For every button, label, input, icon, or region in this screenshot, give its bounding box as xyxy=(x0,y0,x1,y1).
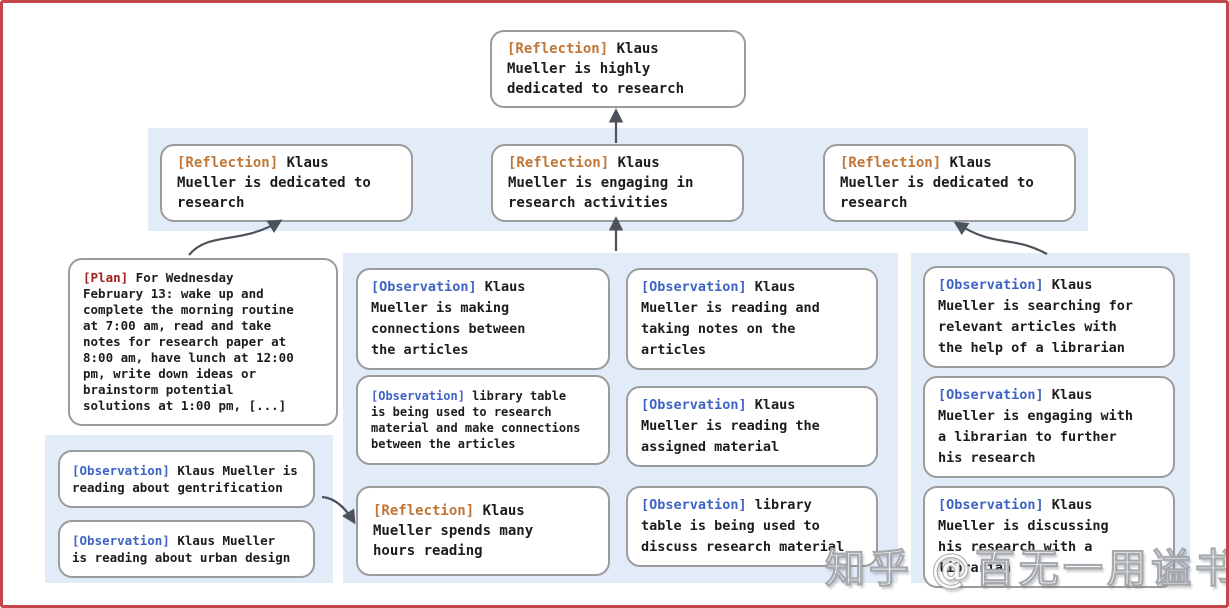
node-reflection-middle: [Reflection] Klaus Mueller is engaging i… xyxy=(491,144,744,222)
zhihu-watermark: 知乎 @百无一用谥书生 xyxy=(825,546,1226,593)
observation-tag-label: [Observation] xyxy=(938,277,1044,293)
node-text: Klaus Mueller is searching for relevant … xyxy=(938,277,1134,356)
node-text: For Wednesday February 13: wake up and c… xyxy=(83,270,294,413)
node-text: Klaus Mueller is dedicated to research xyxy=(177,155,371,211)
node-text: Klaus Mueller is reading about gentrific… xyxy=(72,463,298,495)
observation-tag-label: [Observation] xyxy=(938,387,1044,403)
node-text: library table is being used to discuss r… xyxy=(641,497,845,555)
node-observation-urban-design: [Observation] Klaus Mueller is reading a… xyxy=(58,520,315,578)
node-observation-discussing-research: [Observation] Klaus Mueller is discussin… xyxy=(923,486,1175,588)
node-text: Klaus Mueller is making connections betw… xyxy=(371,279,526,358)
observation-tag-label: [Observation] xyxy=(938,497,1044,513)
node-text: library table is being used to research … xyxy=(371,389,581,451)
node-observation-taking-notes: [Observation] Klaus Mueller is reading a… xyxy=(626,268,878,370)
observation-tag-label: [Observation] xyxy=(641,397,747,413)
reflection-tag-label: [Reflection] xyxy=(507,41,609,57)
node-text: Klaus Mueller is reading and taking note… xyxy=(641,279,820,358)
node-reflection-hours-reading: [Reflection] Klaus Mueller spends many h… xyxy=(356,486,610,576)
node-observation-library-table-discuss: [Observation] library table is being use… xyxy=(626,486,878,567)
node-text: Klaus Mueller is highly dedicated to res… xyxy=(507,41,685,97)
node-text: Klaus Mueller is engaging with a librari… xyxy=(938,387,1134,466)
reflection-tag-label: [Reflection] xyxy=(373,503,475,519)
reflection-tag-label: [Reflection] xyxy=(508,155,610,171)
node-observation-gentrification: [Observation] Klaus Mueller is reading a… xyxy=(58,450,315,508)
node-reflection-top: [Reflection] Klaus Mueller is highly ded… xyxy=(490,30,746,108)
observation-tag-label: [Observation] xyxy=(641,497,747,513)
node-text: Klaus Mueller is discussing his research… xyxy=(938,497,1109,576)
observation-tag-label: [Observation] xyxy=(72,533,170,548)
node-observation-assigned-material: [Observation] Klaus Mueller is reading t… xyxy=(626,386,878,467)
node-text: Klaus Mueller is reading about urban des… xyxy=(72,533,291,565)
node-reflection-right: [Reflection] Klaus Mueller is dedicated … xyxy=(823,144,1076,222)
node-observation-library-table-research: [Observation] library table is being use… xyxy=(356,375,610,465)
node-observation-making-connections: [Observation] Klaus Mueller is making co… xyxy=(356,268,610,370)
node-reflection-left: [Reflection] Klaus Mueller is dedicated … xyxy=(160,144,413,222)
node-text: Klaus Mueller spends many hours reading xyxy=(373,503,534,559)
reflection-tag-label: [Reflection] xyxy=(177,155,279,171)
observation-tag-label: [Observation] xyxy=(371,279,477,295)
observation-tag-label: [Observation] xyxy=(641,279,747,295)
node-observation-searching-articles: [Observation] Klaus Mueller is searching… xyxy=(923,266,1175,368)
node-text: Klaus Mueller is dedicated to research xyxy=(840,155,1034,211)
node-text: Klaus Mueller is reading the assigned ma… xyxy=(641,397,820,455)
observation-tag-label: [Observation] xyxy=(72,463,170,478)
observation-tag-label: [Observation] xyxy=(371,389,465,403)
plan-tag-label: [Plan] xyxy=(83,270,129,285)
node-text: Klaus Mueller is engaging in research ac… xyxy=(508,155,694,211)
node-observation-engaging-librarian: [Observation] Klaus Mueller is engaging … xyxy=(923,376,1175,478)
reflection-tag-label: [Reflection] xyxy=(840,155,942,171)
node-plan-wednesday: [Plan] For Wednesday February 13: wake u… xyxy=(68,258,338,426)
